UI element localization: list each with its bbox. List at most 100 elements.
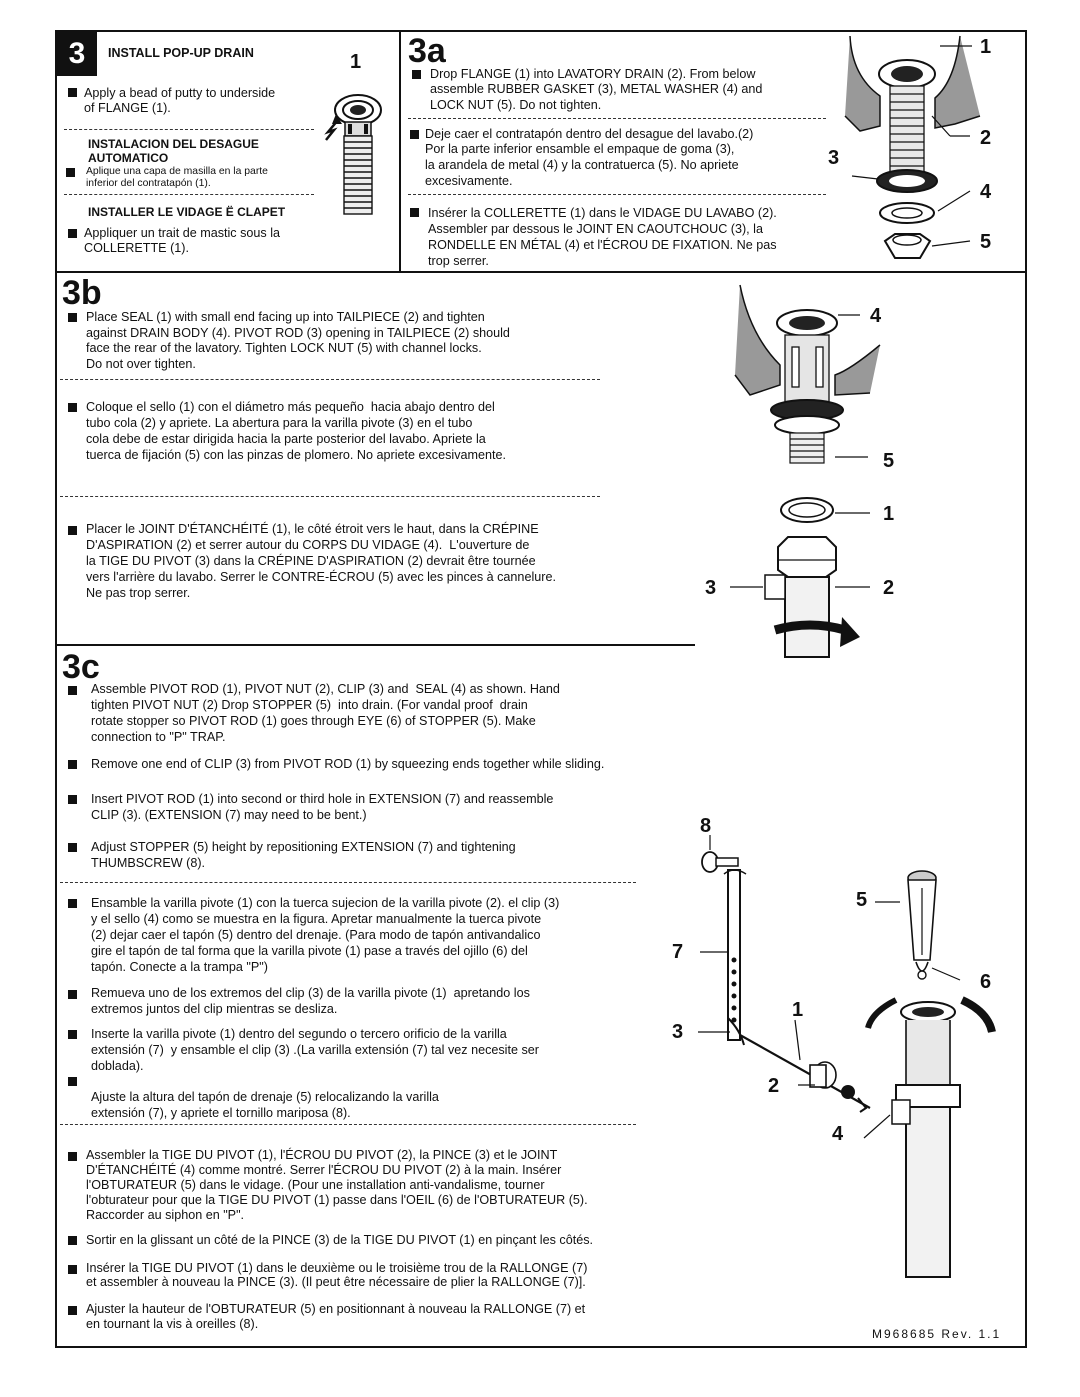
text-line: l'OBTURATEUR (5) dans le vidage. (Pour u… <box>86 1178 545 1192</box>
text-line: gire el tapón de tal forma que la varill… <box>91 944 528 958</box>
callout-3: 3 <box>672 1021 684 1043</box>
text-line: l'obturateur pour que la TIGE DU PIVOT (… <box>86 1193 588 1207</box>
text-line: of FLANGE (1). <box>84 101 171 115</box>
callout-2: 2 <box>883 577 895 599</box>
callout-8: 8 <box>700 815 712 837</box>
text-line: Adjust STOPPER (5) height by repositioni… <box>91 840 516 854</box>
text-line: doblada). <box>91 1059 144 1073</box>
callout-7: 7 <box>672 941 684 963</box>
divider <box>60 882 636 883</box>
bullet <box>68 1077 77 1086</box>
callout-1: 1 <box>883 503 895 525</box>
bullet <box>68 1152 77 1161</box>
text-line: Remueva uno de los extremos del clip (3)… <box>91 986 530 1000</box>
text-line: tighten PIVOT NUT (2) Drop STOPPER (5) i… <box>91 698 528 712</box>
step-badge: 3 <box>57 32 97 76</box>
divider <box>60 379 600 380</box>
section-heading: 3c <box>62 648 100 686</box>
callout-1: 1 <box>350 51 362 73</box>
text-line: excesivamente. <box>425 174 513 188</box>
divider <box>408 118 826 119</box>
text-line: tubo cola (2) y apriete. La abertura par… <box>86 416 473 430</box>
tailpiece-illustration <box>730 284 881 658</box>
callout-3: 3 <box>828 147 840 169</box>
text-line: connection to "P" TRAP. <box>91 730 226 744</box>
es-title: INSTALACION DEL DESAGUE <box>88 137 259 151</box>
text-line: Remove one end of CLIP (3) from PIVOT RO… <box>91 757 605 771</box>
text-line: Do not over tighten. <box>86 357 196 371</box>
callout-4: 4 <box>870 305 882 327</box>
callout-2: 2 <box>768 1075 780 1097</box>
text-line: D'ASPIRATION (2) et serrer autour du COR… <box>86 538 530 552</box>
text-line: RONDELLE EN MÉTAL (4) et l'ÉCROU DE FIXA… <box>428 238 777 252</box>
text-line: Assemble PIVOT ROD (1), PIVOT NUT (2), C… <box>91 682 560 696</box>
callout-1: 1 <box>980 36 992 58</box>
vertical-divider <box>399 30 401 272</box>
text-line: Placer le JOINT D'ÉTANCHÉITÉ (1), le côt… <box>86 522 539 536</box>
text-line: CLIP (3). (EXTENSION (7) may need to be … <box>91 808 367 822</box>
bullet <box>410 208 419 217</box>
text-line: en tournant la vis à oreilles (8). <box>86 1317 259 1331</box>
bullet <box>68 843 77 852</box>
text-line: Insérer la TIGE DU PIVOT (1) dans le deu… <box>86 1261 588 1275</box>
page-frame <box>55 30 1027 1348</box>
text-line: y el sello (4) como se muestra en la fig… <box>91 912 542 926</box>
bullet <box>68 88 77 97</box>
bullet <box>68 313 77 322</box>
text-line: Insert PIVOT ROD (1) into second or thir… <box>91 792 554 806</box>
text-line: cola debe de estar dirigida hacia la par… <box>86 432 486 446</box>
text-line: against DRAIN BODY (4). PIVOT ROD (3) op… <box>86 326 510 340</box>
text-line: tapón. Conecte a la trampa "P") <box>91 960 268 974</box>
bullet <box>412 70 421 79</box>
drain-assembly-illustration <box>844 35 981 259</box>
callout-6: 6 <box>980 971 992 993</box>
horizontal-divider <box>55 644 695 646</box>
divider <box>60 1124 636 1125</box>
callout-2: 2 <box>980 127 992 149</box>
divider <box>64 129 314 130</box>
text-line: la arandela de metal (4) y la contratuer… <box>425 158 739 172</box>
text-line: rotate stopper so PIVOT ROD (1) goes thr… <box>91 714 536 728</box>
text-line: COLLERETTE (1). <box>84 241 189 255</box>
text-line: THUMBSCREW (8). <box>91 856 206 870</box>
text-line: extremos juntos del clip mientras se des… <box>91 1002 338 1016</box>
bullet <box>68 1265 77 1274</box>
text-line: Assembler la TIGE DU PIVOT (1), l'ÉCROU … <box>86 1148 558 1162</box>
text-line: Sortir en la glissant un côté de la PINC… <box>86 1233 594 1247</box>
text-line: et assembler à nouveau la PINCE (3). (Il… <box>86 1275 586 1289</box>
bullet <box>68 1306 77 1315</box>
text-line: Raccorder au siphon en "P". <box>86 1208 245 1222</box>
text-line: Coloque el sello (1) con el diámetro más… <box>86 400 495 414</box>
es-title: AUTOMATICO <box>88 151 169 165</box>
pivot-rod-stopper-illustration <box>698 835 996 1278</box>
callout-3: 3 <box>705 577 717 599</box>
callout-5: 5 <box>980 231 992 253</box>
text-line: Insérer la COLLERETTE (1) dans le VIDAGE… <box>428 206 777 220</box>
text-line: Ensamble la varilla pivote (1) con la tu… <box>91 896 560 910</box>
text-line: la TIGE DU PIVOT (3) dans la CRÉPINE D'A… <box>86 554 536 568</box>
bullet <box>68 229 77 238</box>
section-heading: 3a <box>408 32 446 70</box>
divider <box>408 194 826 195</box>
text-line: Aplique una capa de masilla en la parte <box>86 166 268 177</box>
callout-5: 5 <box>856 889 868 911</box>
text-line: Place SEAL (1) with small end facing up … <box>86 310 485 324</box>
bullet <box>68 795 77 804</box>
text-line: assemble RUBBER GASKET (3), METAL WASHER… <box>430 82 763 96</box>
bullet <box>68 760 77 769</box>
bullet <box>68 899 77 908</box>
bullet <box>68 1030 77 1039</box>
bullet <box>68 686 77 695</box>
text-line: Assembler par dessous le JOINT EN CAOUTC… <box>428 222 763 236</box>
text-line: face the rear of the lavatory. Tighten L… <box>86 341 482 355</box>
horizontal-divider <box>55 271 1027 273</box>
text-line: extensión (7) y ensamble el clip (3) .(L… <box>91 1043 539 1057</box>
callout-4: 4 <box>832 1123 844 1145</box>
text-line: extensión (7), y apriete el tornillo mar… <box>91 1106 351 1120</box>
bullet <box>66 168 75 177</box>
bullet <box>410 130 419 139</box>
callout-4: 4 <box>980 181 992 203</box>
text-line: Ajuster la hauteur de l'OBTURATEUR (5) e… <box>86 1302 586 1316</box>
text-line: Deje caer el contratapón dentro del desa… <box>425 127 754 141</box>
text-line: Appliquer un trait de mastic sous la <box>84 226 281 240</box>
